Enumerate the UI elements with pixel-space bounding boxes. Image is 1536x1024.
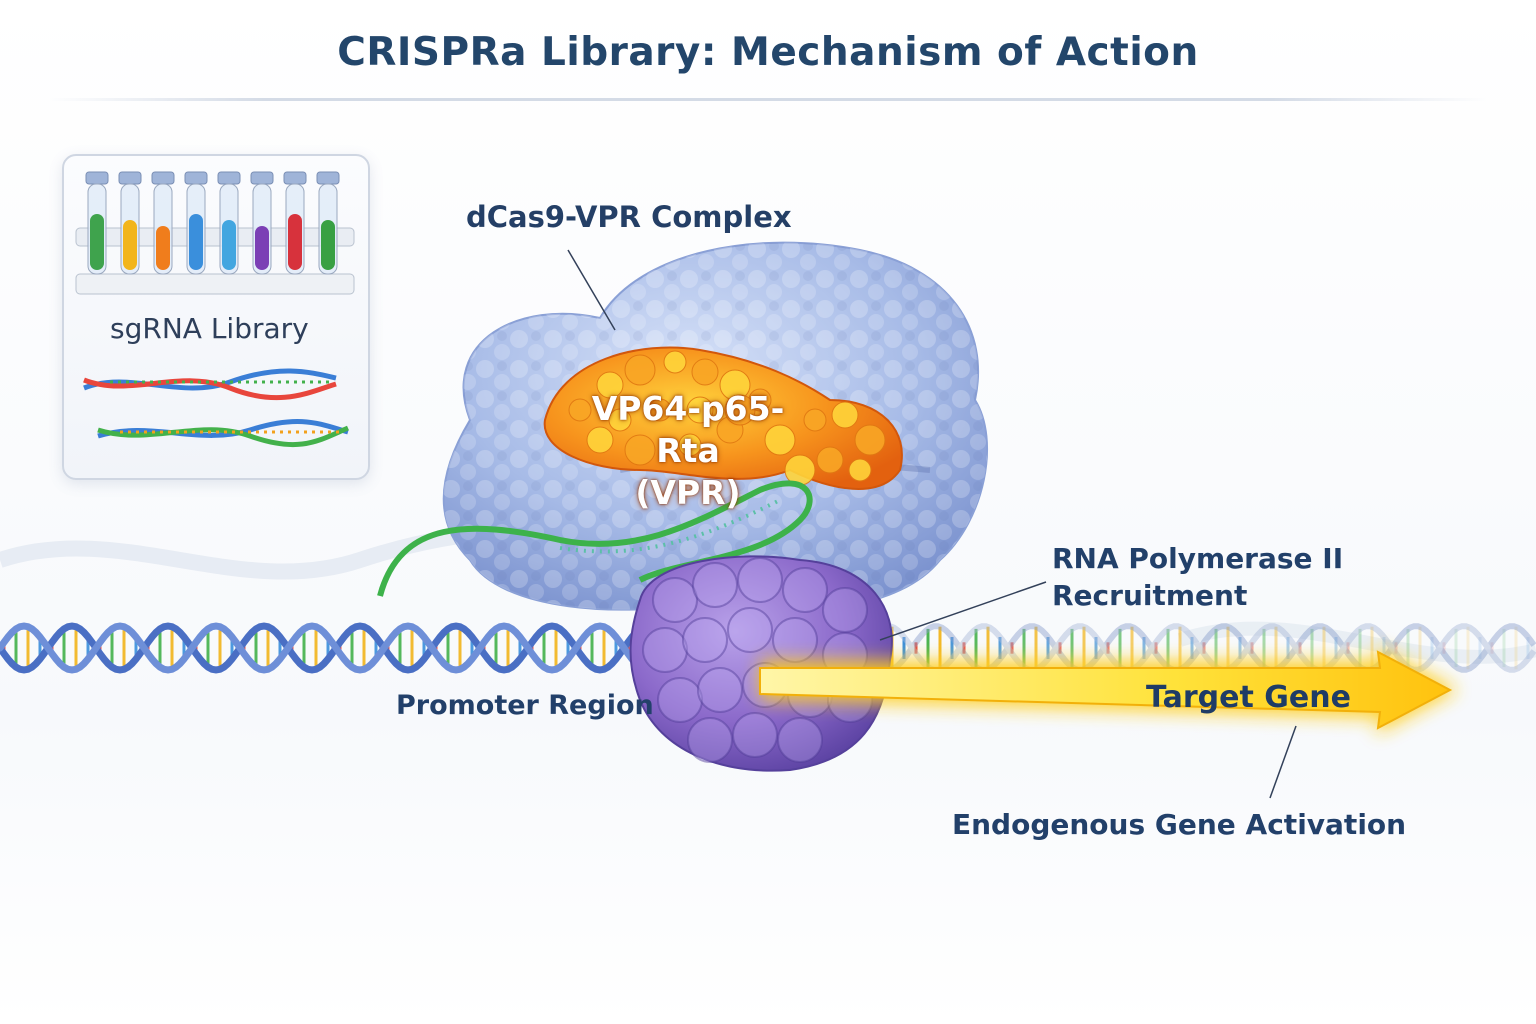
test-tube bbox=[118, 171, 142, 275]
test-tube-rack bbox=[75, 171, 355, 295]
vpr-activator-domain bbox=[543, 346, 903, 490]
test-tube bbox=[250, 171, 274, 275]
test-tube bbox=[151, 171, 175, 275]
target-gene-arrow bbox=[759, 645, 1458, 735]
sgrna-guide-loop bbox=[377, 480, 813, 597]
title-divider bbox=[48, 98, 1488, 101]
rna-polymerase-label-line2: Recruitment bbox=[1052, 579, 1248, 612]
rna-polymerase-label: RNA Polymerase II Recruitment bbox=[1052, 540, 1352, 614]
test-tube bbox=[283, 171, 307, 275]
test-tube bbox=[217, 171, 241, 275]
gene-activation-label: Endogenous Gene Activation bbox=[952, 808, 1407, 841]
test-tube bbox=[184, 171, 208, 275]
promoter-region-label: Promoter Region bbox=[396, 690, 654, 721]
sgrna-strands bbox=[83, 368, 349, 448]
dcas9-complex-label: dCas9-VPR Complex bbox=[466, 200, 792, 234]
target-gene-label: Target Gene bbox=[1146, 680, 1351, 715]
leader-line-activation bbox=[1269, 725, 1297, 799]
vpr-label-line1: VP64-p65-Rta bbox=[591, 389, 785, 470]
rna-polymerase-label-line1: RNA Polymerase II bbox=[1052, 542, 1344, 575]
test-tube bbox=[316, 171, 340, 275]
dna-double-helix bbox=[0, 622, 1536, 674]
leader-line-polymerase bbox=[879, 581, 1047, 641]
background-dna-strand-right bbox=[1177, 621, 1536, 664]
vpr-label-line2: (VPR) bbox=[635, 473, 741, 512]
page-title: CRISPRa Library: Mechanism of Action bbox=[337, 30, 1199, 75]
sgrna-library-label: sgRNA Library bbox=[110, 312, 309, 345]
test-tube bbox=[85, 171, 109, 275]
leader-line-complex bbox=[567, 249, 616, 331]
vpr-label: VP64-p65-Rta (VPR) bbox=[560, 388, 816, 514]
